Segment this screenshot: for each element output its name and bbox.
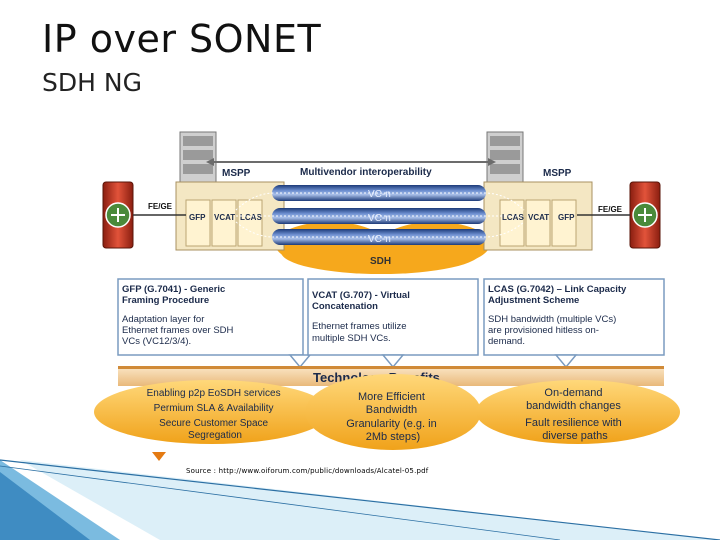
source-citation: Source : http://www.oiforum.com/public/d… (186, 467, 429, 475)
right-block-lcas: LCAS (502, 213, 524, 222)
vc-lane-label-2: VC-n (368, 213, 391, 224)
right-block-gfp: GFP (558, 213, 575, 222)
interop-line (206, 158, 496, 178)
down-marker-icon (152, 452, 166, 461)
mspp-right-shelf (483, 131, 593, 251)
sdh-cloud-label: SDH (370, 256, 391, 267)
vc-connector-right (483, 192, 525, 238)
lcas-box (483, 278, 665, 369)
left-block-vcat: VCAT (214, 213, 235, 222)
router-right-icon (629, 181, 661, 249)
benefit-bubble-3 (476, 380, 680, 444)
vc-tube-1 (272, 185, 486, 201)
footer-swoosh (0, 459, 720, 540)
router-left-icon (102, 181, 134, 249)
vc-tube-2 (272, 208, 486, 224)
benefit-bubble-2 (305, 374, 481, 450)
left-block-gfp: GFP (189, 213, 206, 222)
right-block-vcat: VCAT (528, 213, 549, 222)
vcat-box (307, 278, 479, 369)
benefit-3-text: On-demand bandwidth changes Fault resili… (525, 387, 625, 442)
vc-tube-3 (272, 229, 486, 245)
vcat-box-body: Ethernet frames utilize multiple SDH VCs… (312, 321, 409, 344)
benefit-bubble-1 (94, 380, 330, 444)
fe-label-right: FE/GE (598, 205, 623, 214)
left-block-lcas: LCAS (240, 213, 262, 222)
vc-lane-label-1: VC-n (368, 189, 391, 200)
benefit-1-text: Enabling p2p EoSDH services Permium SLA … (147, 388, 284, 441)
mspp-left-label: MSPP (222, 168, 251, 179)
fe-label-left: FE/GE (148, 202, 173, 211)
vc-connector-left (235, 192, 275, 238)
mspp-right-label: MSPP (543, 168, 572, 179)
vcat-box-title: VCAT (G.707) - Virtual Concatenation (312, 290, 412, 312)
benefit-2-text: More Efficient Bandwidth Granularity (e.… (346, 391, 440, 443)
slide-subtitle: SDH NG (42, 68, 142, 97)
interop-label: Multivendor interoperability (300, 167, 432, 178)
slide-title: IP over SONET (42, 17, 322, 61)
mspp-left-shelf (175, 131, 285, 251)
gfp-box-title: GFP (G.7041) - Generic Framing Procedure (122, 284, 228, 306)
vc-lane-label-3: VC-n (368, 234, 391, 245)
gfp-box-body: Adaptation layer for Ethernet frames ove… (122, 314, 236, 347)
lcas-box-title: LCAS (G.7042) – Link Capacity Adjustment… (488, 284, 629, 306)
gfp-box (117, 278, 312, 369)
lcas-box-body: SDH bandwidth (multiple VCs) are provisi… (488, 314, 619, 347)
